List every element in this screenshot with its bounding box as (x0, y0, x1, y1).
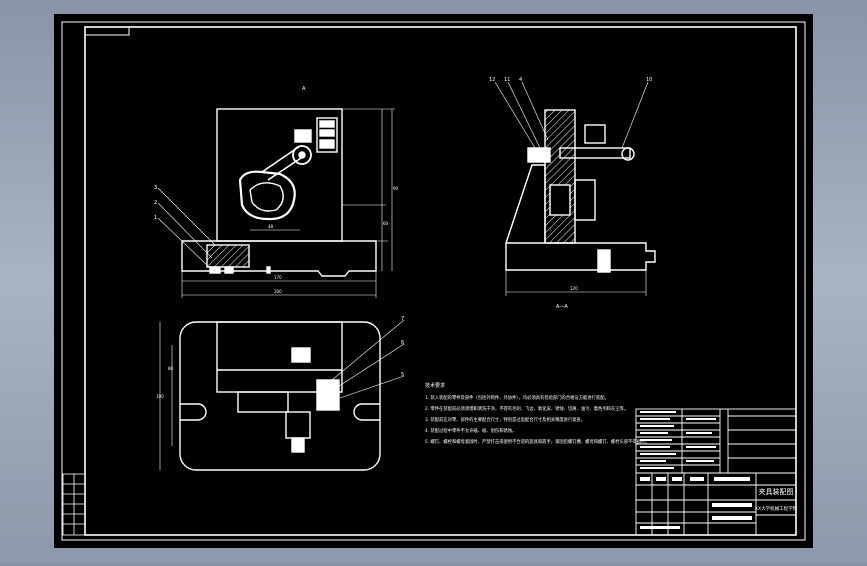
dim-plan-height: 100 (156, 394, 164, 399)
section-label: A—A (556, 304, 568, 310)
dim-front-mid: 60 (383, 221, 389, 226)
dim-side-width: 120 (570, 286, 578, 291)
dim-front-total: 200 (274, 289, 282, 294)
callout-side-4: 4 (519, 77, 522, 83)
side-stamp-block (62, 473, 86, 536)
inner-border (84, 26, 797, 536)
tech-notes-title: 技术要求 (425, 382, 445, 389)
tech-note-5: 5. 螺钉、螺栓和螺母紧固时，严禁打击或使用不合适的旋具和扳手。紧固后螺钉槽、螺… (425, 438, 650, 445)
callout-front-2: 2 (154, 200, 157, 206)
dim-plan-inner: 80 (168, 366, 174, 371)
plan-view (159, 319, 405, 471)
side-view (494, 81, 656, 296)
title-block: 夹具装配图 XX大学机械工程学院 (635, 408, 798, 536)
tech-note-3: 3. 装配前应对零、部件的主要配合尺寸，特别是过盈配合尺寸及相关精度进行复查。 (425, 416, 585, 423)
tech-notes: 技术要求 1. 装入装配的零件及部件（包括外购件、外协件），均必须具有检验部门的… (425, 382, 650, 445)
callout-plan-6: 6 (401, 340, 404, 346)
front-callout-leaders (157, 187, 216, 269)
tech-note-2: 2. 零件在装配前必须清理和清洗干净，不得有毛刺、飞边、氧化皮、锈蚀、切屑、油污… (425, 405, 628, 412)
callout-front-1: 1 (154, 215, 157, 221)
company-block: XX大学机械工程学院 (755, 505, 798, 512)
callout-side-11: 11 (504, 77, 510, 83)
tech-note-1: 1. 装入装配的零件及部件（包括外购件、外协件），均必须具有检验部门的合格证方能… (425, 394, 609, 401)
view-top-label: A (302, 86, 306, 92)
tech-note-4: 4. 装配过程中零件不允许磕、碰、划伤和锈蚀。 (425, 427, 516, 434)
callout-plan-7: 7 (401, 316, 404, 322)
drawing-sheet (54, 14, 813, 548)
front-view (181, 108, 395, 298)
dim-front-inner: 170 (274, 275, 282, 280)
corner-tab (84, 26, 130, 36)
callout-side-12: 12 (489, 77, 495, 83)
dim-front-height: 90 (393, 186, 399, 191)
callout-plan-5: 5 (401, 372, 404, 378)
callout-front-3: 3 (154, 185, 157, 191)
outer-frame (61, 21, 806, 541)
callout-side-10: 10 (646, 77, 652, 83)
drawing-title: 夹具装配图 (759, 487, 794, 496)
dim-front-hole: 48 (268, 224, 274, 229)
